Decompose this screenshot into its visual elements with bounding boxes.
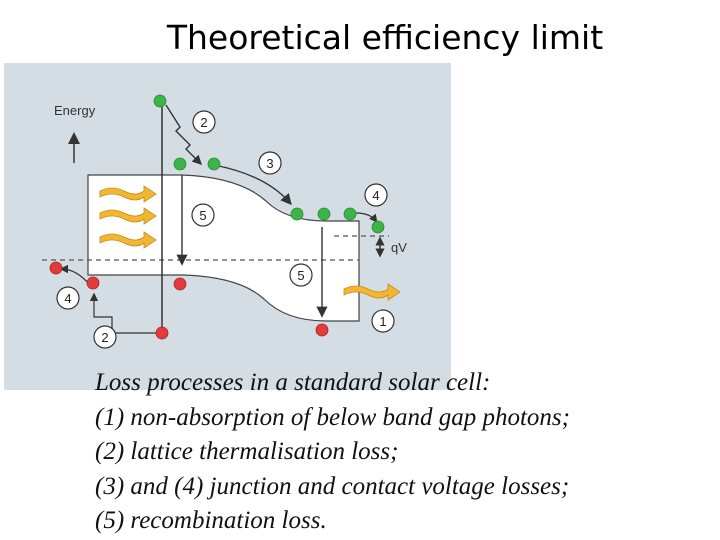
band-diagram-svg: Energy qV — [42, 94, 407, 349]
marker-3: 3 — [266, 156, 273, 171]
marker-2-bottom: 2 — [101, 330, 108, 345]
qv-label: qV — [391, 240, 407, 255]
band-diagram: Energy qV — [4, 63, 451, 390]
hole-thermalisation-arrow — [89, 292, 164, 334]
photon-arrow-3 — [99, 231, 157, 249]
energy-axis-label: Energy — [54, 103, 96, 118]
electrons — [153, 94, 385, 234]
photon-arrow-2 — [99, 207, 157, 225]
contact-loss-arrow-left — [59, 264, 91, 286]
photon-arrows — [99, 185, 401, 301]
photon-arrow-1 — [99, 185, 157, 203]
slide-title: Theoretical efficiency limit — [166, 18, 604, 57]
thermalisation-zigzag — [165, 104, 202, 165]
marker-5-left: 5 — [199, 208, 206, 223]
junction-loss-arrow — [213, 164, 292, 206]
caption-heading: Loss processes in a standard solar cell: — [95, 369, 491, 396]
band-region — [87, 174, 360, 322]
caption-item-4: (5) recombination loss. — [95, 507, 327, 534]
marker-1: 1 — [379, 314, 386, 329]
marker-2-top: 2 — [200, 115, 207, 130]
contact-loss-arrow-right — [355, 212, 378, 223]
marker-4-right: 4 — [372, 188, 379, 203]
marker-5-right: 5 — [297, 268, 304, 283]
caption-block: Loss processes in a standard solar cell:… — [95, 366, 715, 539]
photon-arrow-subgap — [343, 283, 401, 301]
caption-item-2: (2) lattice thermalisation loss; — [95, 438, 399, 465]
marker-4-left: 4 — [64, 291, 71, 306]
caption-item-1: (1) non-absorption of below band gap pho… — [95, 403, 570, 431]
caption-item-3: (3) and (4) junction and contact voltage… — [95, 472, 570, 500]
holes — [49, 261, 329, 340]
process-markers: 2 3 4 5 5 1 4 2 — [56, 110, 395, 349]
